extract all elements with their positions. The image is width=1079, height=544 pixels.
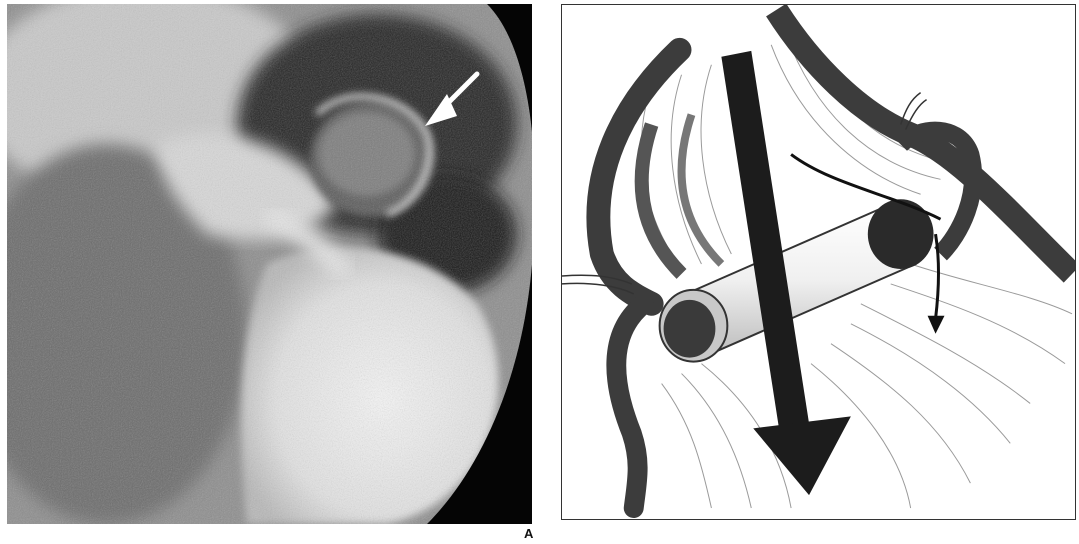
radiograph-panel bbox=[7, 4, 532, 524]
illustration-panel bbox=[561, 4, 1076, 520]
radiograph-image bbox=[7, 4, 532, 524]
panel-label: A bbox=[524, 526, 533, 542]
hernia-cross-section-illustration bbox=[562, 5, 1075, 519]
hiatus-tube bbox=[660, 199, 934, 361]
